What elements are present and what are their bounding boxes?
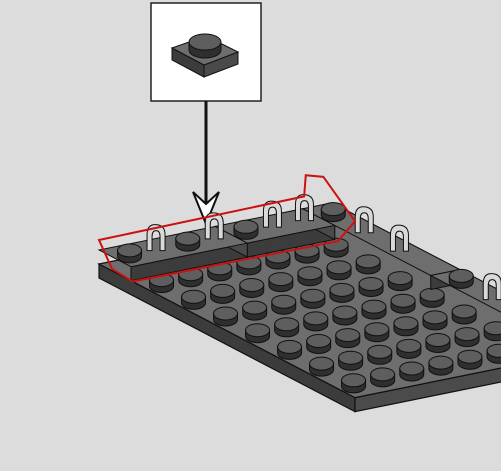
- baseplate-stud: [397, 339, 421, 358]
- baseplate-stud: [371, 368, 395, 387]
- baseplate-stud: [330, 283, 354, 302]
- baseplate-stud: [301, 289, 325, 308]
- baseplate-stud: [307, 335, 331, 354]
- baseplate-stud: [310, 357, 334, 376]
- baseplate-stud: [269, 273, 293, 292]
- baseplate-stud: [333, 306, 357, 325]
- baseplate-stud: [211, 284, 235, 303]
- baseplate-stud: [368, 345, 392, 364]
- rail-stud: [176, 232, 200, 251]
- baseplate-stud: [356, 255, 380, 274]
- baseplate-stud: [455, 328, 479, 347]
- rail-stud: [321, 203, 345, 222]
- baseplate-stud: [214, 307, 238, 326]
- baseplate-stud: [420, 288, 444, 307]
- part-callout: [151, 3, 261, 101]
- baseplate-stud: [426, 334, 450, 353]
- plate-stud: [189, 34, 221, 58]
- baseplate-stud: [246, 324, 270, 343]
- baseplate-stud: [298, 267, 322, 286]
- baseplate-stud: [342, 374, 366, 393]
- baseplate-stud: [304, 312, 328, 331]
- baseplate-stud: [336, 329, 360, 348]
- rail-stud: [449, 269, 473, 288]
- baseplate-stud: [388, 272, 412, 291]
- baseplate-stud: [452, 305, 476, 324]
- rail-stud: [234, 220, 258, 239]
- baseplate-stud: [182, 290, 206, 309]
- baseplate-stud: [429, 356, 453, 375]
- baseplate-stud: [391, 294, 415, 313]
- baseplate-stud: [362, 300, 386, 319]
- baseplate-stud: [327, 261, 351, 280]
- baseplate-stud: [487, 344, 501, 363]
- baseplate-stud: [243, 301, 267, 320]
- rail-stud: [118, 244, 142, 263]
- down-arrow-icon: [193, 101, 219, 224]
- baseplate-stud: [240, 279, 264, 298]
- baseplate-stud: [400, 362, 424, 381]
- baseplate-stud: [484, 322, 501, 341]
- baseplate-stud: [365, 323, 389, 342]
- baseplate-stud: [394, 317, 418, 336]
- baseplate-stud: [275, 318, 299, 337]
- baseplate-stud: [359, 278, 383, 297]
- baseplate-stud: [423, 311, 447, 330]
- baseplate-stud: [278, 340, 302, 359]
- baseplate-stud: [339, 351, 363, 370]
- baseplate-stud: [458, 350, 482, 369]
- baseplate-stud: [272, 295, 296, 314]
